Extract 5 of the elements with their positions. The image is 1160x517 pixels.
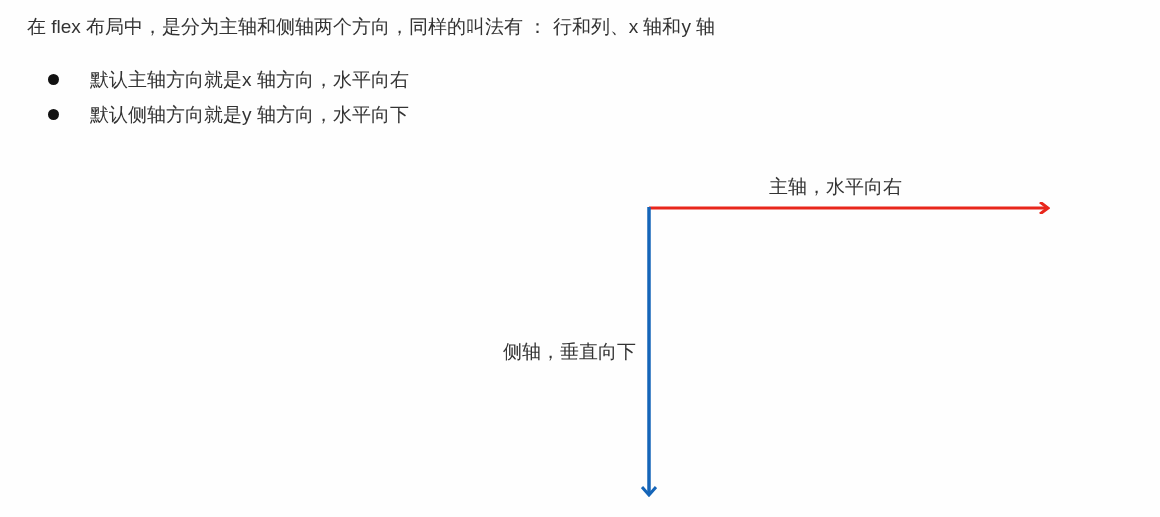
bullet-text: 默认侧轴方向就是y 轴方向，水平向下 — [90, 103, 409, 127]
bullet-text: 默认主轴方向就是x 轴方向，水平向右 — [90, 68, 409, 92]
axis-label: 主轴，水平向右 — [768, 175, 902, 199]
intro-text: 在 flex 布局中，是分为主轴和侧轴两个方向，同样的叫法有 ： 行和列、x 轴和y 轴 — [27, 15, 716, 39]
axis-label: 侧轴，垂直向下 — [503, 340, 636, 364]
